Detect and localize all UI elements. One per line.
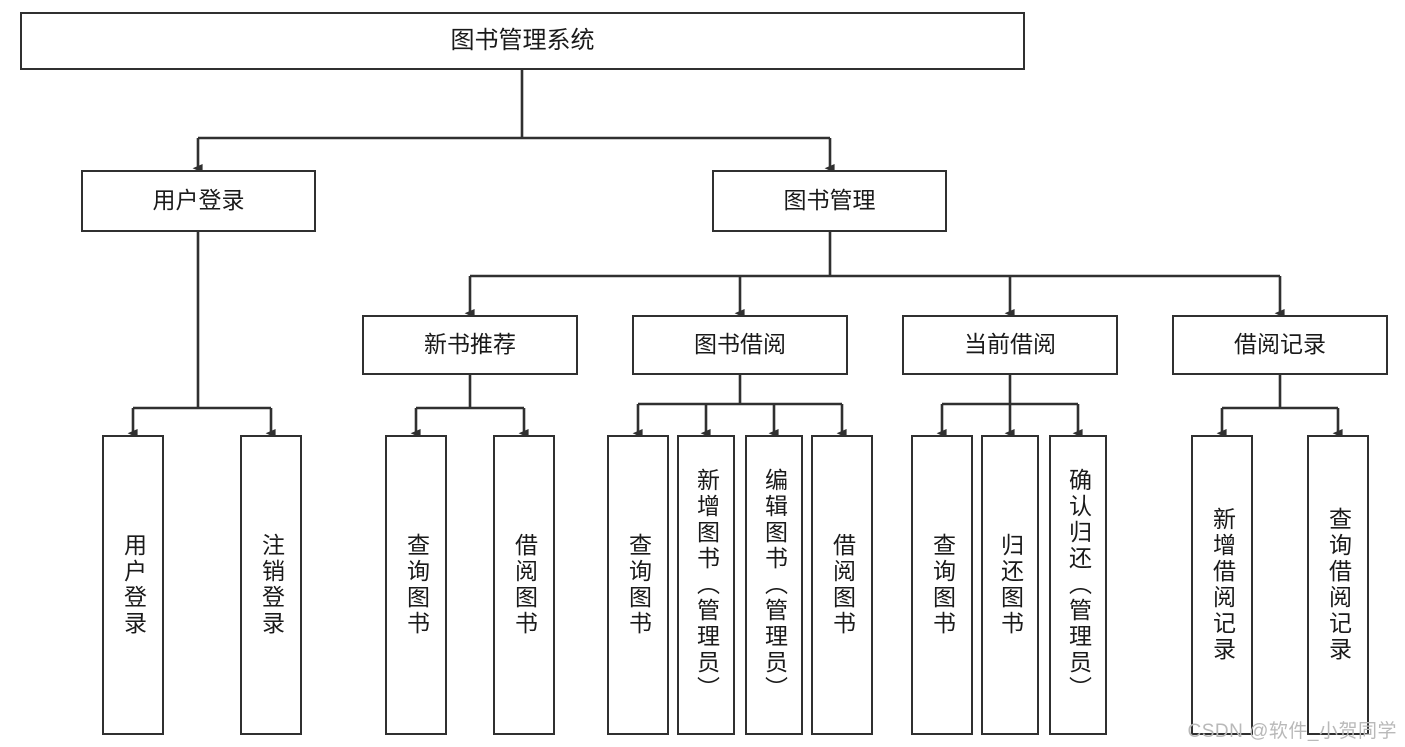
node-leaf-add-book[interactable]: 新增图书（管理员） (677, 435, 735, 735)
node-leaf-borrow-book-2-label: 借阅图书 (829, 533, 856, 637)
watermark: CSDN @软件_小贺同学 (1187, 721, 1397, 742)
node-leaf-query-book-1[interactable]: 查询图书 (385, 435, 447, 735)
node-leaf-query-record-label: 查询借阅记录 (1325, 507, 1352, 663)
node-user-login-label: 用户登录 (152, 187, 245, 214)
node-book-manage-label: 图书管理 (783, 187, 876, 214)
node-leaf-user-logout-label: 注销登录 (258, 533, 285, 637)
node-new-book-rec-label: 新书推荐 (424, 331, 516, 358)
node-root-label: 图书管理系统 (450, 26, 595, 54)
node-leaf-add-record[interactable]: 新增借阅记录 (1191, 435, 1253, 735)
node-borrow-record-label: 借阅记录 (1234, 331, 1326, 358)
node-leaf-query-book-3-label: 查询图书 (929, 533, 956, 637)
node-root[interactable]: 图书管理系统 (20, 12, 1025, 70)
node-current-borrow[interactable]: 当前借阅 (902, 315, 1118, 375)
node-book-borrow[interactable]: 图书借阅 (632, 315, 848, 375)
node-borrow-record[interactable]: 借阅记录 (1172, 315, 1388, 375)
node-leaf-user-login[interactable]: 用户登录 (102, 435, 164, 735)
node-new-book-rec[interactable]: 新书推荐 (362, 315, 578, 375)
node-leaf-return-book[interactable]: 归还图书 (981, 435, 1039, 735)
node-book-manage[interactable]: 图书管理 (712, 170, 947, 232)
node-leaf-confirm-return-label: 确认归还（管理员） (1065, 468, 1092, 702)
node-user-login[interactable]: 用户登录 (81, 170, 316, 232)
node-leaf-user-logout[interactable]: 注销登录 (240, 435, 302, 735)
node-leaf-borrow-book-1-label: 借阅图书 (511, 533, 538, 637)
node-leaf-borrow-book-1[interactable]: 借阅图书 (493, 435, 555, 735)
node-leaf-borrow-book-2[interactable]: 借阅图书 (811, 435, 873, 735)
node-leaf-add-book-label: 新增图书（管理员） (693, 468, 720, 702)
node-book-borrow-label: 图书借阅 (694, 331, 786, 358)
node-leaf-query-book-2-label: 查询图书 (625, 533, 652, 637)
node-leaf-query-record[interactable]: 查询借阅记录 (1307, 435, 1369, 735)
node-leaf-query-book-2[interactable]: 查询图书 (607, 435, 669, 735)
node-leaf-user-login-label: 用户登录 (120, 533, 147, 637)
node-leaf-confirm-return[interactable]: 确认归还（管理员） (1049, 435, 1107, 735)
node-leaf-edit-book[interactable]: 编辑图书（管理员） (745, 435, 803, 735)
node-leaf-query-book-3[interactable]: 查询图书 (911, 435, 973, 735)
node-leaf-add-record-label: 新增借阅记录 (1209, 507, 1236, 663)
node-leaf-return-book-label: 归还图书 (997, 533, 1024, 637)
node-leaf-query-book-1-label: 查询图书 (403, 533, 430, 637)
node-current-borrow-label: 当前借阅 (964, 331, 1056, 358)
node-leaf-edit-book-label: 编辑图书（管理员） (761, 468, 788, 702)
